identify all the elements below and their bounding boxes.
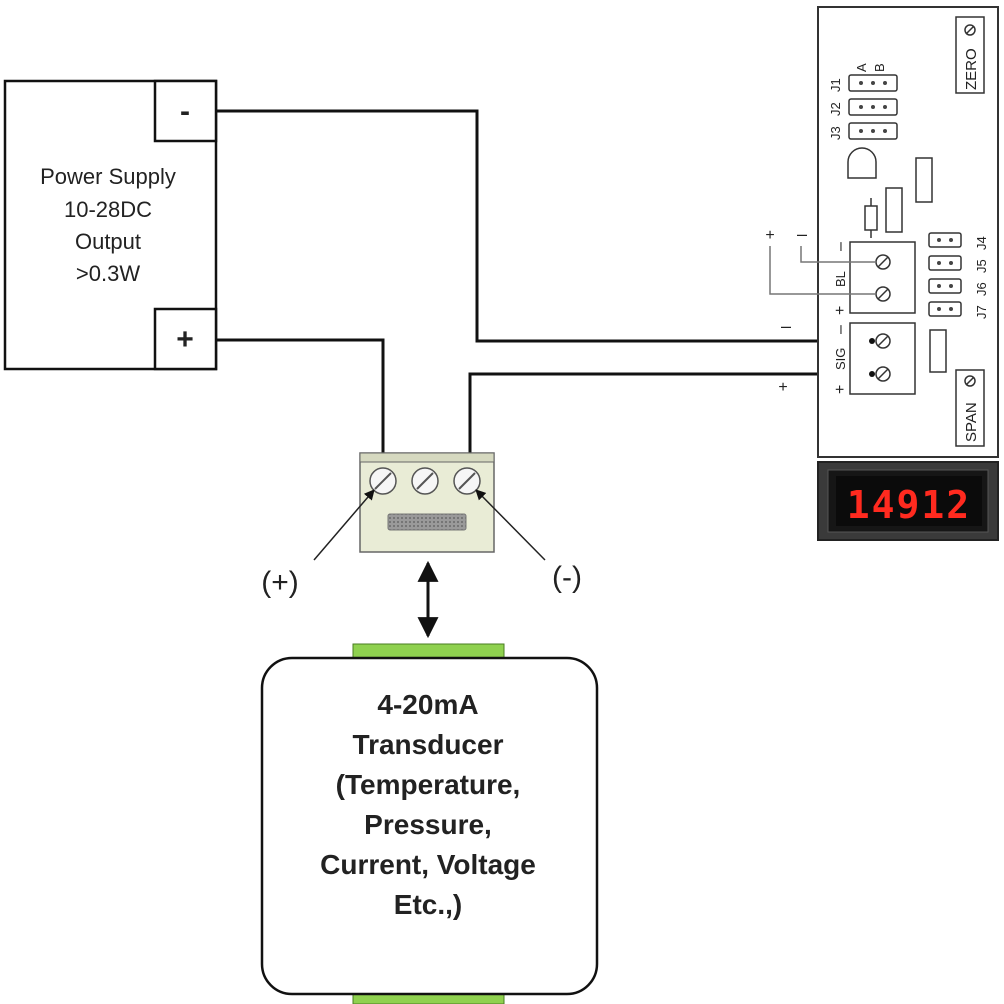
jumper-j3-label: J3 [828,126,843,140]
main-wires [216,109,870,457]
bl-minus-label: – [832,242,849,251]
zero-label: ZERO [963,48,980,90]
sig-screw-bottom-icon [875,366,891,382]
bl-lead-minus-label: – [797,224,807,244]
resistor-icon [864,205,878,231]
component-rect-1 [915,157,933,203]
sensor-dome-icon [847,147,877,179]
transducer: 4-20mA Transducer (Temperature, Pressure… [260,643,599,1004]
span-pot-icon [964,375,976,387]
jumper-a-label: A [854,63,869,72]
bl-terminal-block [849,241,916,314]
terminal-screw-plus-icon [369,467,397,495]
terminal-plus-label: (+) [261,566,299,599]
minus-pointer-arrow [475,489,546,561]
led-display-value: 14912 [847,483,971,527]
power-supply-title: Power Supply [40,164,176,189]
jumper-j5-label: J5 [974,259,989,273]
led-display: 14912 [817,461,999,541]
sig-lead-minus-label: – [781,316,791,336]
zero-pot-icon [964,24,976,36]
jumper-j6-label: J6 [974,282,989,296]
wire-supply-plus-to-terminal-plus [216,338,385,457]
wire-supply-minus-to-sig-minus [216,109,870,343]
terminal-block [359,452,495,553]
transducer-line-2: Transducer [353,729,504,760]
transducer-line-3: (Temperature, [336,769,521,800]
span-adjust[interactable] [955,369,985,447]
span-label: SPAN [963,402,980,442]
power-supply-output: Output [75,229,141,254]
terminal-minus-label: (-) [552,561,582,594]
terminal-screw-minus-icon [453,467,481,495]
transducer-line-4: Pressure, [364,809,492,840]
transducer-line-6: Etc.,) [394,889,462,920]
power-supply-minus-terminal [153,79,218,143]
transducer-body [260,656,599,996]
component-rect-3 [929,329,947,373]
sig-plus-label: + [832,385,849,394]
terminal-pointers [313,489,546,561]
component-rect-2 [885,187,903,233]
terminal-grille [387,513,467,531]
jumper-j7-label: J7 [974,305,989,319]
meter-board: ZERO J1 J2 J3 A B [817,6,999,458]
jumper-j1-label: J1 [828,78,843,92]
power-supply-plus-terminal [153,307,218,371]
jumper-j4-label: J4 [974,236,989,250]
plus-pointer-arrow [313,489,375,561]
transducer-line-1: 4-20mA [377,689,478,720]
zero-adjust[interactable] [955,16,985,94]
bl-screw-top-icon [875,254,891,270]
sig-minus-label: – [832,325,849,334]
jumper-block-j4-j7 [928,232,962,317]
terminal-screw-middle-icon [411,467,439,495]
sig-lead-plus-label: + [778,379,787,396]
jumper-block-j1-j3 [848,74,898,140]
power-supply-power: >0.3W [76,261,140,286]
bl-screw-bottom-icon [875,286,891,302]
bl-plus-label: + [832,306,849,315]
bl-terminal-label: BL [833,271,848,287]
power-supply: - + Power Supply 10-28DC Output >0.3W [3,79,218,371]
jumper-b-label: B [872,63,887,72]
backlight-leads [769,246,876,295]
power-supply-voltage: 10-28DC [64,197,152,222]
power-supply-plus-label: + [176,323,194,356]
power-supply-minus-label: - [180,95,190,128]
jumper-j2-label: J2 [828,102,843,116]
bl-lead-plus-label: + [765,227,774,244]
sig-screw-top-icon [875,333,891,349]
sig-terminal-label: SIG [833,348,848,370]
transducer-line-5: Current, Voltage [320,849,536,880]
wire-sig-plus-to-terminal-minus [468,372,870,457]
